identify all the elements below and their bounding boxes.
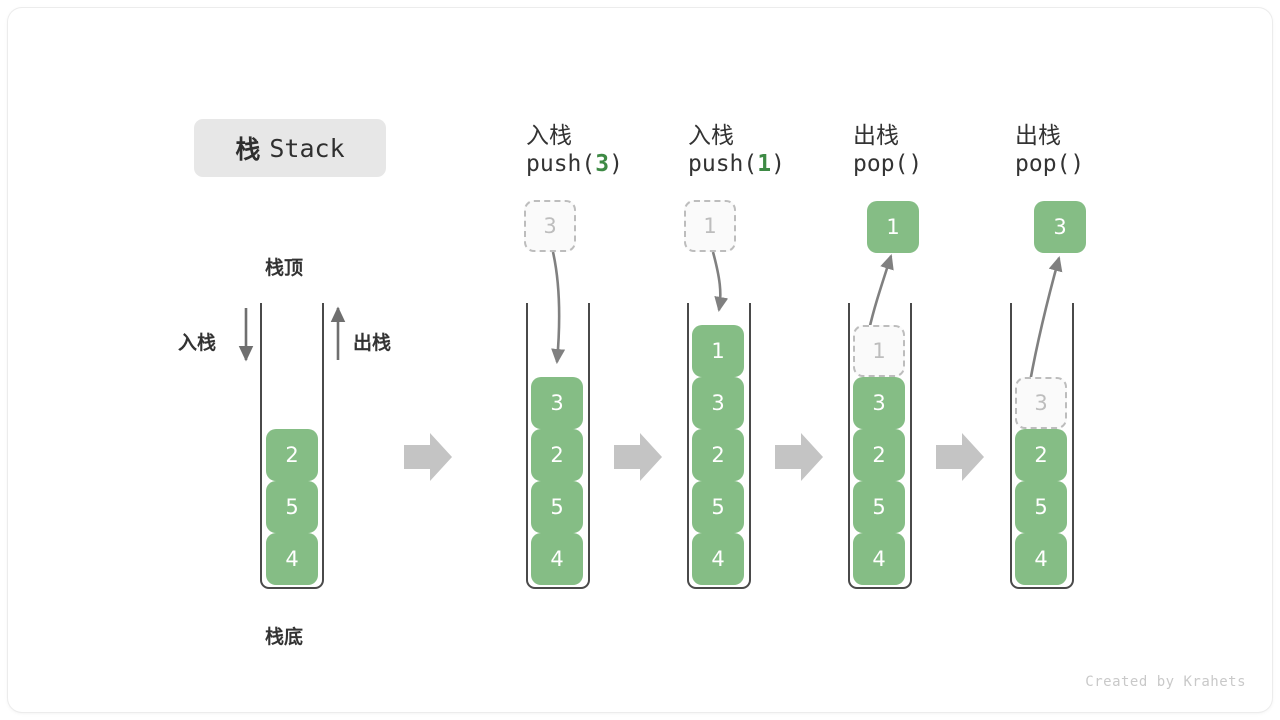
stack-cell: 4 <box>266 533 318 585</box>
pop-arrow-step-4 <box>1028 255 1063 383</box>
stack-cell: 5 <box>853 481 905 533</box>
step-2-op-cn: 入栈 <box>688 123 734 149</box>
step-3-op-code: pop() <box>853 151 922 177</box>
push-arrow-step-2 <box>711 251 729 313</box>
stack-cell: 5 <box>266 481 318 533</box>
diagram-card: 栈 Stack 栈顶 栈底 入栈 出栈 2 5 4 <box>8 8 1272 712</box>
stack-cell: 4 <box>1015 533 1067 585</box>
stack-cell: 2 <box>531 429 583 481</box>
step-1-op-cn: 入栈 <box>526 123 572 149</box>
stack-cell-ghost: 1 <box>853 325 905 377</box>
stack-top-label: 栈顶 <box>265 257 304 279</box>
step-4-op-code: pop() <box>1015 151 1084 177</box>
floating-value-step-4: 3 <box>1034 201 1086 253</box>
step-arrows-layer <box>404 433 984 481</box>
diagram-title-chip: 栈 Stack <box>194 119 386 177</box>
step-arrow-2 <box>614 433 662 481</box>
stack-container-initial <box>260 303 324 589</box>
step-1-op-code: push(3) <box>526 151 623 177</box>
stack-container-step-3 <box>848 303 912 589</box>
step-arrow-4 <box>936 433 984 481</box>
step-1-code-suffix: ) <box>609 151 623 177</box>
push-side-label: 入栈 <box>178 332 217 354</box>
stack-cell: 1 <box>692 325 744 377</box>
stack-cell: 2 <box>266 429 318 481</box>
stack-cell: 3 <box>692 377 744 429</box>
stack-cell: 3 <box>853 377 905 429</box>
stack-cell: 5 <box>692 481 744 533</box>
title-en: Stack <box>269 133 345 163</box>
stack-cell: 2 <box>853 429 905 481</box>
pop-arrow-step-3 <box>867 254 894 331</box>
watermark: Created by Krahets <box>1085 674 1246 690</box>
step-3-op-cn: 出栈 <box>853 123 899 149</box>
step-1-code-prefix: push( <box>526 151 596 177</box>
stack-cell: 2 <box>1015 429 1067 481</box>
stack-container-step-4 <box>1010 303 1074 589</box>
step-4-code-suffix: ) <box>1070 151 1085 177</box>
stack-cell: 5 <box>531 481 583 533</box>
step-2-code-arg: 1 <box>757 151 772 177</box>
step-3-code-prefix: pop( <box>853 151 909 177</box>
pop-side-label: 出栈 <box>353 332 392 354</box>
step-2-op-code: push(1) <box>688 151 785 177</box>
stack-cell-ghost: 3 <box>1015 377 1067 429</box>
step-2-code-suffix: ) <box>771 151 785 177</box>
step-arrow-3 <box>775 433 823 481</box>
step-2-code-prefix: push( <box>688 151 758 177</box>
stack-cell: 5 <box>1015 481 1067 533</box>
title-cn: 栈 <box>235 135 261 164</box>
step-4-op-cn: 出栈 <box>1015 123 1061 149</box>
stack-container-step-1 <box>526 303 590 589</box>
stack-cell: 2 <box>692 429 744 481</box>
stack-cell: 4 <box>692 533 744 585</box>
stack-bottom-label: 栈底 <box>265 626 304 648</box>
stack-cell: 4 <box>531 533 583 585</box>
step-3-code-suffix: ) <box>908 151 923 177</box>
side-arrows-layer <box>238 251 1063 383</box>
stack-cell: 4 <box>853 533 905 585</box>
floating-value-step-2: 1 <box>684 200 736 252</box>
floating-value-step-1: 3 <box>524 200 576 252</box>
stack-cell: 3 <box>531 377 583 429</box>
step-4-code-prefix: pop( <box>1015 151 1071 177</box>
stack-container-step-2 <box>687 303 751 589</box>
push-arrow-step-1 <box>551 251 566 365</box>
floating-value-step-3: 1 <box>867 201 919 253</box>
step-arrow-1 <box>404 433 452 481</box>
step-1-code-arg: 3 <box>595 151 610 177</box>
